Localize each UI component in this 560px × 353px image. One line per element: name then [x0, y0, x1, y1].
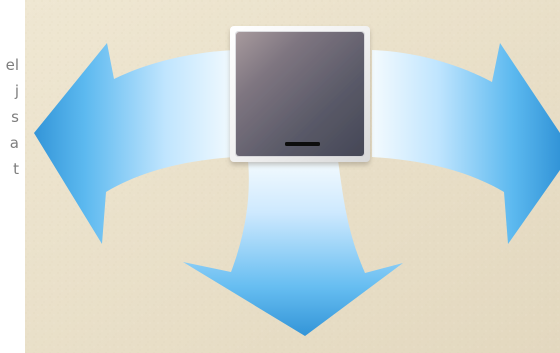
side-text-line-1: el [6, 53, 19, 77]
side-text-line-3: s [11, 105, 19, 129]
airflow-illustration [25, 0, 560, 353]
airflow-svg [25, 0, 560, 353]
side-text-column: el j s a t [0, 53, 19, 181]
side-text-line-4: a [10, 131, 19, 155]
wall-unit-panel [236, 32, 364, 156]
wall-unit-icon [230, 26, 370, 162]
wall-unit-indicator [285, 142, 320, 146]
side-text-line-2: j [15, 79, 19, 103]
side-text-line-5: t [13, 157, 19, 181]
